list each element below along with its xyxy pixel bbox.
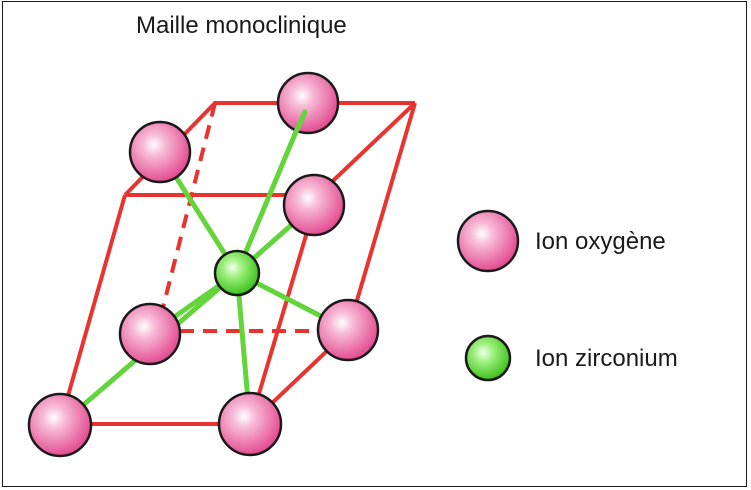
diagram-title: Maille monoclinique <box>136 12 347 39</box>
legend-oxygen-label: Ion oxygène <box>535 228 666 255</box>
right-back-vertical <box>346 102 417 332</box>
legend-zirconium-label: Ion zirconium <box>535 345 678 372</box>
oxygen-ion <box>282 173 346 237</box>
oxygen-ion <box>118 302 182 366</box>
bond <box>234 107 308 276</box>
oxygen-ions <box>118 120 380 366</box>
oxygen-ion <box>276 71 340 135</box>
legend-zirconium-icon <box>464 334 512 382</box>
hidden-edge-vertical <box>155 102 217 332</box>
oxygen-ions-front <box>27 391 283 458</box>
bond-overlay <box>293 109 308 135</box>
oxygen-ion <box>316 298 380 362</box>
left-front-vertical <box>58 194 127 425</box>
hidden-edges <box>155 102 320 333</box>
zirconium-ion <box>213 249 261 297</box>
oxygen-ion <box>128 120 192 184</box>
oxygen-ion <box>27 392 93 458</box>
legend-oxygen-icon <box>456 209 520 273</box>
oxygen-ion <box>217 391 283 457</box>
top-right-edge <box>316 101 417 197</box>
